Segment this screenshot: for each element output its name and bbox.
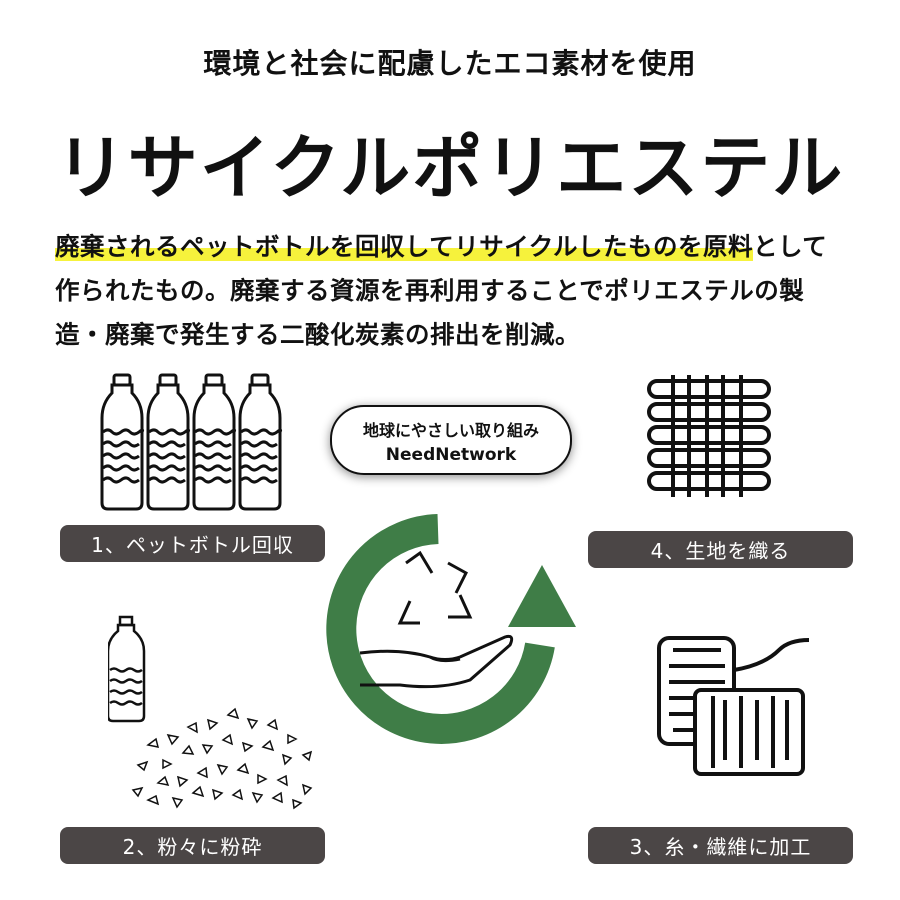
crushed-plastic-icon <box>108 615 313 810</box>
subtitle: 環境と社会に配慮したエコ素材を使用 <box>203 47 697 80</box>
woven-fabric-icon <box>647 375 771 497</box>
step-1-label: 1、ペットボトル回収 <box>60 525 325 562</box>
step-3-label: 3、糸・繊維に加工 <box>588 827 853 864</box>
description-text: として <box>753 232 828 261</box>
description-line-3: 造・廃棄で発生する二酸化炭素の排出を削減。 <box>55 320 580 349</box>
page-title: リサイクルポリエステル <box>55 127 845 209</box>
eco-badge: 地球にやさしい取り組み NeedNetwork <box>330 405 572 475</box>
arrow-head-icon <box>508 565 576 627</box>
step-4-label: 4、生地を織る <box>588 531 853 568</box>
pet-bottles-icon <box>100 373 283 511</box>
badge-line-1: 地球にやさしい取り組み <box>362 421 539 440</box>
shreds <box>131 707 313 810</box>
recycle-cycle-graphic <box>326 514 576 744</box>
step-2-label: 2、粉々に粉砕 <box>60 827 325 864</box>
description-line-1: 廃棄されるペットボトルを回収してリサイクルしたものを原料として <box>55 228 827 263</box>
description-line-2: 作られたもの。廃棄する資源を再利用することでポリエステルの製 <box>55 276 805 305</box>
cycle-arrow-icon <box>326 514 555 744</box>
badge-brand: NeedNetwork <box>385 445 517 465</box>
recycle-hand-icon <box>359 550 514 689</box>
highlighted-text: 廃棄されるペットボトルを回収してリサイクルしたものを原料 <box>55 232 754 261</box>
thread-spool-icon <box>657 636 810 776</box>
